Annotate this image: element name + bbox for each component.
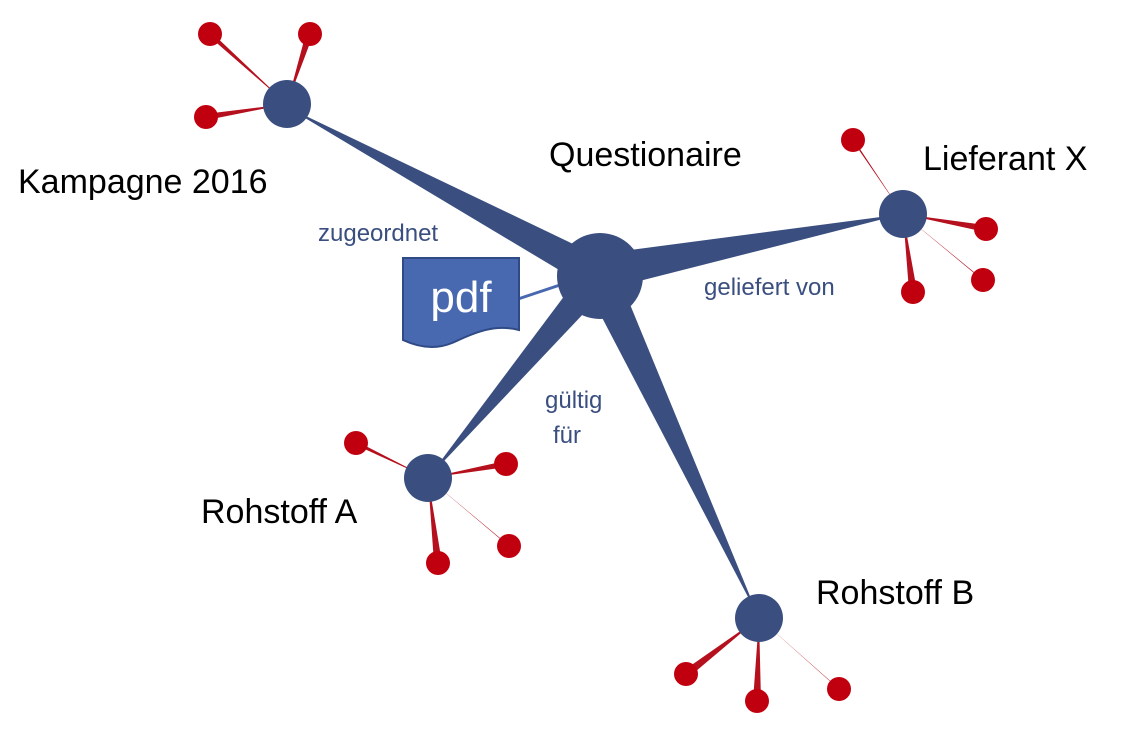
leaf-node: [426, 551, 450, 575]
leaf-node: [841, 128, 865, 152]
leaf-edge: [428, 478, 512, 548]
edge-label-zugeordnet: zugeordnet: [318, 220, 438, 247]
label-center: Questionaire: [549, 136, 742, 174]
label-rohstoff-a: Rohstoff A: [201, 493, 358, 531]
leaf-nodes: [194, 22, 998, 713]
leaf-node: [497, 534, 521, 558]
edge-label-fuer: für: [553, 422, 581, 449]
node-rohstoff-b: [735, 594, 783, 642]
leaf-node: [901, 280, 925, 304]
document-icon: pdf: [402, 257, 520, 348]
main-edges: [285, 106, 903, 618]
node-center: [557, 233, 643, 319]
label-kampagne: Kampagne 2016: [18, 163, 268, 201]
leaf-node: [494, 452, 518, 476]
leaf-edge: [759, 618, 842, 692]
label-rohstoff-b: Rohstoff B: [816, 574, 974, 612]
label-lieferant: Lieferant X: [923, 140, 1087, 178]
leaf-node: [745, 689, 769, 713]
node-lieferant: [879, 190, 927, 238]
edge-label-gueltig: gültig: [545, 387, 602, 414]
document-shape: [402, 257, 520, 348]
leaf-node: [827, 677, 851, 701]
edge-center-document: [514, 282, 564, 302]
edge-center-rohstoff-a: [428, 275, 620, 478]
leaf-node: [194, 105, 218, 129]
leaf-node: [344, 431, 368, 455]
leaf-node: [974, 217, 998, 241]
leaf-edge: [209, 30, 287, 104]
leaf-node: [674, 662, 698, 686]
hub-nodes: [263, 80, 927, 642]
leaf-node: [198, 22, 222, 46]
leaf-edge: [903, 214, 986, 283]
edge-center-rohstoff-b: [585, 285, 759, 618]
edge-label-geliefert-von: geliefert von: [704, 274, 835, 301]
edge-center-kampagne: [285, 106, 606, 298]
leaf-node: [298, 22, 322, 46]
leaf-edge: [683, 618, 759, 677]
edge-center-lieferant: [600, 214, 903, 290]
node-kampagne: [263, 80, 311, 128]
leaf-node: [971, 268, 995, 292]
node-rohstoff-a: [404, 454, 452, 502]
document-label: pdf: [430, 273, 492, 322]
